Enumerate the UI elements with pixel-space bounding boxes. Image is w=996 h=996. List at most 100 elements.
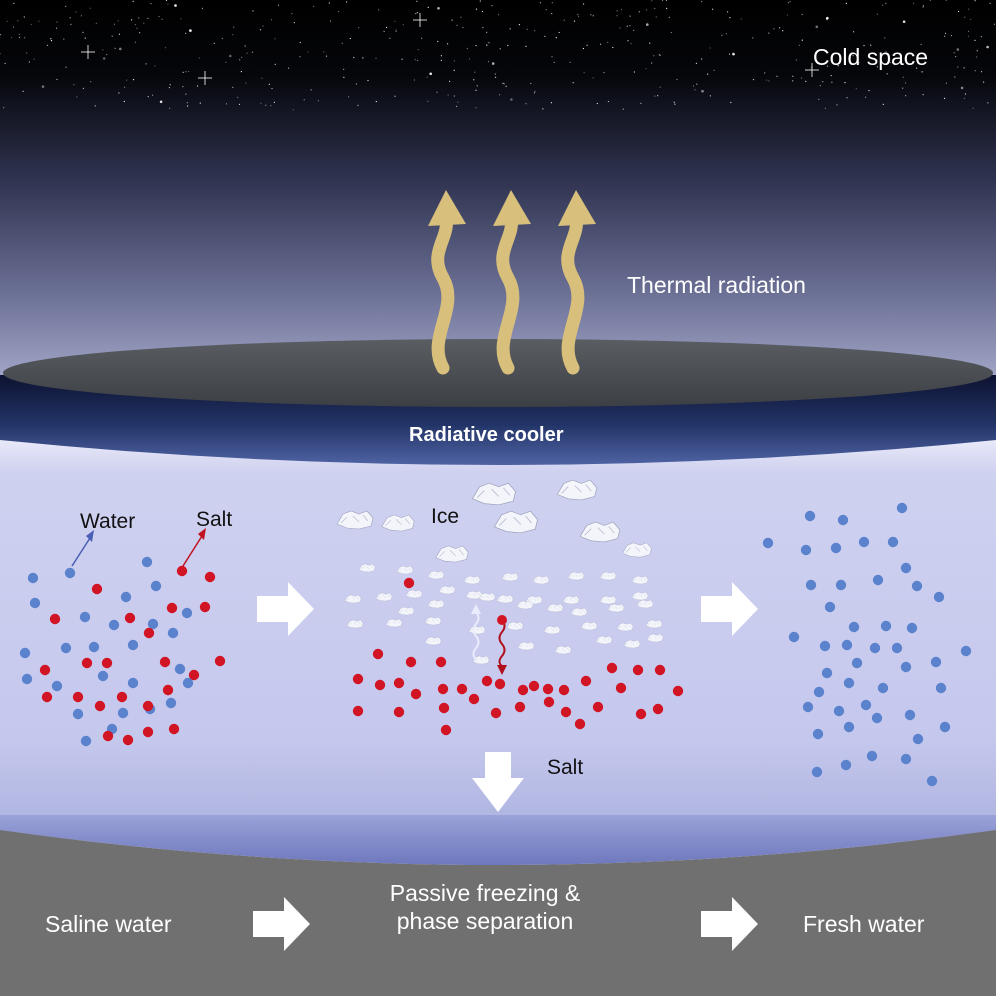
star [499,94,500,95]
star [968,31,969,32]
star [271,88,272,89]
star [162,19,163,20]
water-molecule [905,710,915,720]
star [150,3,151,4]
star [730,102,731,103]
star [441,60,442,61]
salt-ion [143,701,153,711]
star [669,17,670,18]
star [29,61,30,62]
star [796,59,797,60]
water-molecule [20,648,30,658]
star [239,59,240,60]
salt-ion [200,602,210,612]
salt-ion [177,566,187,576]
salt-ion [655,665,665,675]
star [185,33,186,34]
passive-freezing-label: Passive freezing & phase separation [370,879,600,935]
star [103,57,106,60]
star [96,23,97,24]
star [81,15,82,16]
star [773,28,774,29]
star [500,48,501,49]
star [417,12,418,13]
star [676,79,677,80]
star [460,17,461,18]
salt-ion [375,680,385,690]
water-molecule [878,683,888,693]
star [342,43,343,44]
star [169,108,170,109]
star [241,71,242,72]
star [629,25,630,26]
star [275,64,276,65]
star [694,89,695,90]
star [232,34,233,35]
star [95,105,96,106]
salt-ion [353,674,363,684]
star [90,81,91,82]
star [651,62,652,63]
star [958,11,959,12]
star [570,62,571,63]
salt-ion [50,614,60,624]
star [546,9,547,10]
salt-ion [394,678,404,688]
star [488,61,489,62]
water-molecule [30,598,40,608]
star [294,22,295,23]
star [437,92,438,93]
star [139,32,140,33]
star [348,96,349,97]
star [429,73,432,76]
star [495,77,496,78]
star [788,2,789,3]
star [844,82,845,83]
star [782,30,783,31]
water-molecule [907,623,917,633]
star [90,8,91,9]
salt-ion [581,676,591,686]
star [752,37,753,38]
star [627,40,628,41]
water-molecule [831,543,841,553]
star [710,47,711,48]
star [82,32,83,33]
star [260,29,261,30]
star [274,38,275,39]
water-molecule [812,767,822,777]
star [448,94,449,95]
star [135,42,136,43]
star [452,20,453,21]
salt-ion [561,707,571,717]
star [124,101,125,102]
star [964,17,965,18]
salt-ion [543,684,553,694]
water-molecule [873,575,883,585]
star [671,32,672,33]
star [640,103,641,104]
salt-ion [40,665,50,675]
star [975,70,976,71]
star [507,45,508,46]
star [402,59,403,60]
star [165,47,166,48]
star [293,109,294,110]
star [291,13,292,14]
salt-ion [439,703,449,713]
water-molecule [61,643,71,653]
water-molecule [936,683,946,693]
star [19,37,20,38]
star [764,72,765,73]
star [245,82,246,83]
star [143,23,144,24]
star [981,36,982,37]
water-molecule [842,640,852,650]
star [396,29,397,30]
star [887,73,888,74]
star [214,43,215,44]
star [923,94,924,95]
star [542,108,543,109]
star [241,57,242,58]
star [232,87,233,88]
